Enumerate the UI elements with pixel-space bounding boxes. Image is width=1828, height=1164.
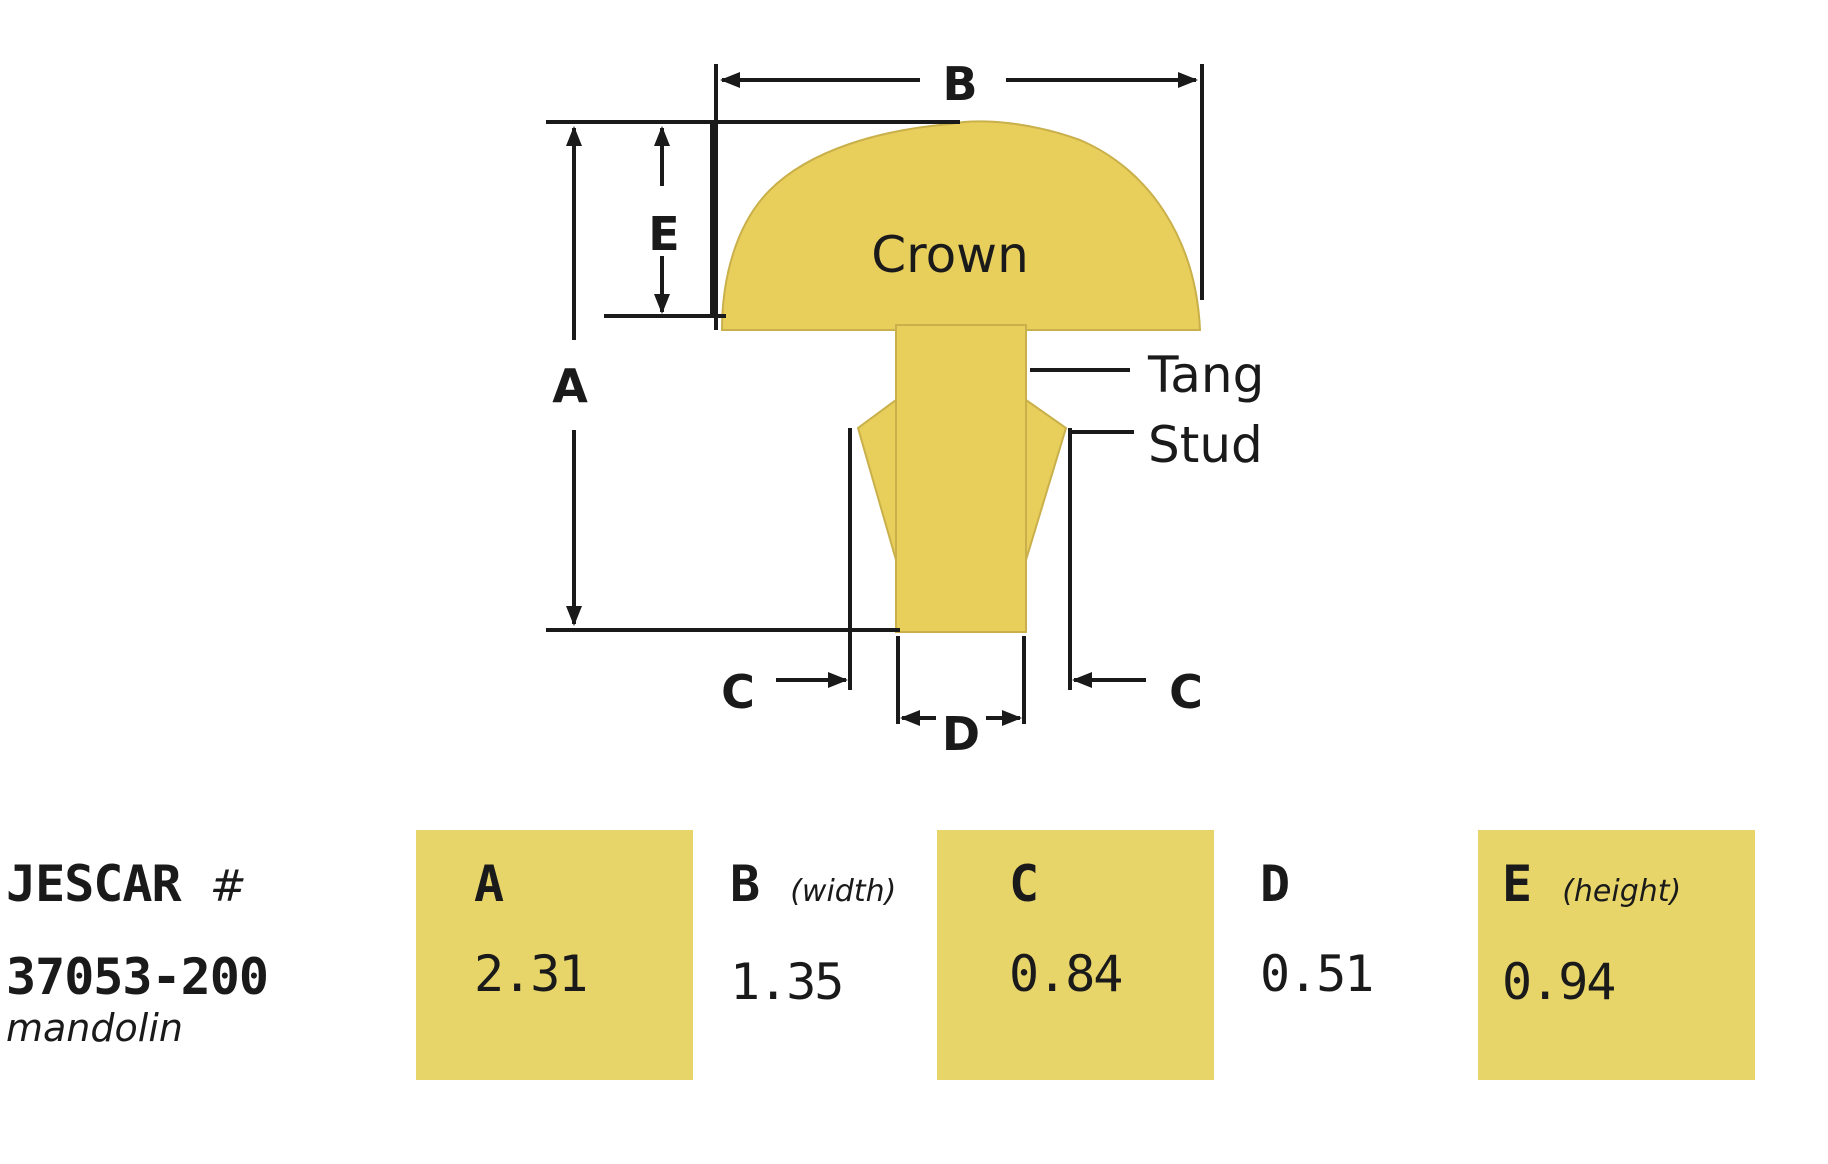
part-type: mandolin <box>6 1006 183 1050</box>
stud-left-shape <box>856 398 897 561</box>
spec-header-a: A <box>474 854 693 914</box>
dimension-e <box>546 120 960 318</box>
label-c-right: C <box>1169 665 1203 719</box>
fret-profile-diagram: B E A Crown Tang Stud C C D <box>546 57 1264 761</box>
label-tang: Tang <box>1147 346 1264 404</box>
spec-cell-d: D 0.51 <box>1196 830 1473 1080</box>
dimension-d <box>896 636 1026 726</box>
spec-value-d: 0.51 <box>1260 945 1374 1003</box>
spec-header-d: D <box>1260 854 1473 914</box>
spec-table: JESCAR # 37053-200 mandolin A 2.31 B (wi… <box>0 830 1828 1090</box>
label-c-left: C <box>721 665 755 719</box>
spec-value-c: 0.84 <box>1009 945 1123 1003</box>
fret-profile <box>720 120 1202 633</box>
spec-sub-b: (width) <box>790 874 897 909</box>
spec-value-b: 1.35 <box>730 953 844 1011</box>
spec-header-c: C <box>1009 854 1214 914</box>
spec-value-e: 0.94 <box>1502 953 1616 1011</box>
part-leaders <box>1030 368 1134 434</box>
stud-right-shape <box>1025 398 1068 561</box>
label-b: B <box>942 57 977 111</box>
label-crown: Crown <box>871 226 1029 284</box>
label-d: D <box>942 707 980 761</box>
spec-header-c-text: C <box>1009 855 1040 913</box>
spec-cell-b: B (width) 1.35 <box>670 830 947 1080</box>
part-number: 37053-200 <box>6 948 269 1006</box>
label-stud: Stud <box>1148 416 1263 474</box>
spec-header-b: B (width) <box>730 854 947 922</box>
label-a: A <box>552 359 588 413</box>
spec-header-d-text: D <box>1260 855 1291 913</box>
spec-header-e: E (height) <box>1502 854 1755 922</box>
dimension-a <box>546 126 900 632</box>
label-e: E <box>648 207 679 261</box>
spec-cell-e: E (height) 0.94 <box>1478 830 1755 1080</box>
part-info: JESCAR # 37053-200 mandolin <box>6 854 386 1051</box>
brand-name: JESCAR <box>6 855 182 913</box>
spec-header-e-text: E <box>1502 855 1533 913</box>
tang-shape <box>895 324 1027 633</box>
brand-hash: # <box>209 861 247 912</box>
spec-cell-a: A 2.31 <box>416 830 693 1080</box>
spec-header-b-text: B <box>730 855 761 913</box>
dimension-c <box>776 428 1146 690</box>
spec-sub-e: (height) <box>1562 874 1682 909</box>
spec-cell-c: C 0.84 <box>937 830 1214 1080</box>
dimension-b <box>714 64 1204 330</box>
brand-heading: JESCAR # <box>6 854 386 917</box>
spec-value-a: 2.31 <box>474 945 588 1003</box>
spec-header-a-text: A <box>474 855 505 913</box>
